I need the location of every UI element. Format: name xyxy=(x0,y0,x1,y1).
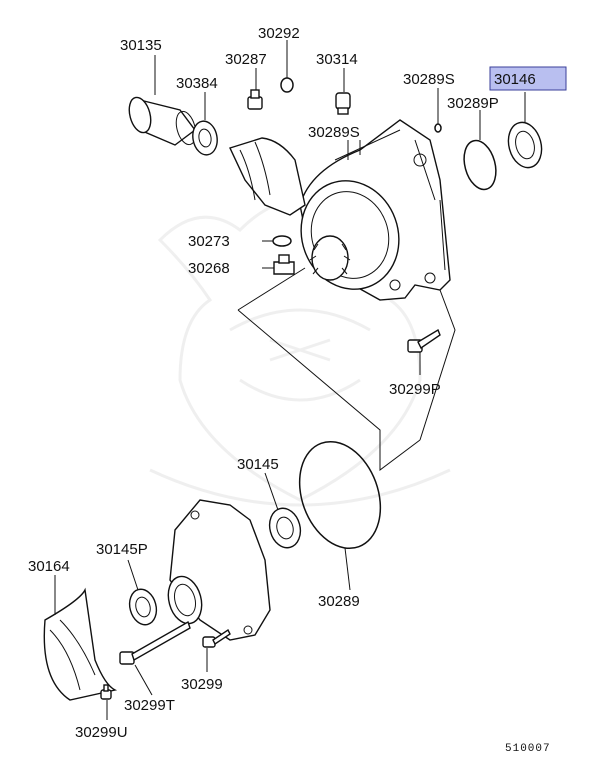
part-30289P-oring xyxy=(463,139,497,191)
part-30289S-oring xyxy=(434,123,442,133)
part-30299T-bolt xyxy=(119,620,191,665)
part-30299P-bolt xyxy=(407,328,441,353)
label-30273: 30273 xyxy=(188,233,230,250)
part-30145-seal xyxy=(268,507,302,549)
leader-lines xyxy=(54,40,526,720)
label-30287: 30287 xyxy=(225,51,267,68)
part-30299-bolt xyxy=(202,628,231,648)
part-30384-seal xyxy=(192,120,218,156)
part-30289-oring xyxy=(298,440,382,550)
label-30299U: 30299U xyxy=(75,724,128,741)
label-30384: 30384 xyxy=(176,75,218,92)
label-30164: 30164 xyxy=(28,558,70,575)
part-30273-washer xyxy=(272,235,292,247)
highlight-box-30146 xyxy=(489,66,567,91)
label-30299: 30299 xyxy=(181,676,223,693)
part-30164-cover xyxy=(43,587,118,701)
label-30145: 30145 xyxy=(237,456,279,473)
label-30145P: 30145P xyxy=(96,541,148,558)
part-30268-plug xyxy=(273,254,295,275)
part-30135-boot xyxy=(128,96,197,146)
label-30289S: 30289S xyxy=(308,124,360,141)
label-30289P: 30289P xyxy=(447,95,499,112)
upper-housing xyxy=(229,119,451,301)
part-30287-plug xyxy=(247,89,263,110)
label-30289: 30289 xyxy=(318,593,360,610)
part-30292-washer xyxy=(280,77,294,93)
part-30299U-bolt xyxy=(100,684,112,700)
label-30292: 30292 xyxy=(258,25,300,42)
label-30268: 30268 xyxy=(188,260,230,277)
label-30289S-top: 30289S xyxy=(403,71,455,88)
part-30146-seal xyxy=(507,121,543,169)
label-30146: 30146 xyxy=(494,71,536,88)
assembly-leader xyxy=(237,267,456,471)
label-30299P: 30299P xyxy=(389,381,441,398)
label-30314: 30314 xyxy=(316,51,358,68)
part-30314-sensor xyxy=(335,92,351,115)
lower-housing xyxy=(167,499,271,641)
part-30145P-seal xyxy=(128,588,158,626)
figure-number: 510007 xyxy=(505,743,551,755)
label-30299T: 30299T xyxy=(124,697,175,714)
label-30135: 30135 xyxy=(120,37,162,54)
